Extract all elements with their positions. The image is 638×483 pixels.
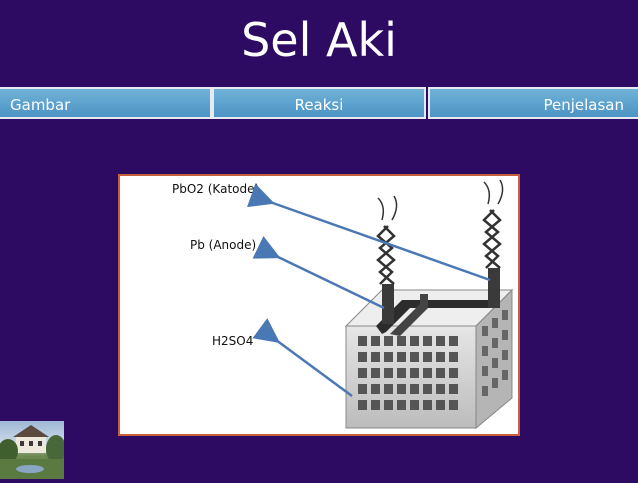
arrow-katode <box>246 183 491 282</box>
tab-bar: Gambar Reaksi Penjelasan <box>0 85 638 123</box>
electrode-plates <box>376 268 500 336</box>
battery-case <box>344 288 514 430</box>
tab-penjelasan[interactable]: Penjelasan <box>428 87 638 119</box>
label-katode: PbO2 (Katode) <box>172 182 260 196</box>
arrow-anode <box>252 236 385 310</box>
tab-reaksi[interactable]: Reaksi <box>212 87 426 119</box>
battery-illustration <box>246 179 514 430</box>
tab-gambar[interactable]: Gambar <box>0 87 212 119</box>
landscape-thumbnail <box>0 421 66 479</box>
terminal-coils <box>376 179 504 285</box>
house-icon <box>0 425 66 479</box>
slide-title: Sel Aki <box>241 13 397 67</box>
arrow-electrolyte <box>252 318 353 398</box>
battery-figure: PbO2 (Katode) Pb (Anode) H2SO4 <box>118 174 520 436</box>
label-electrolyte: H2SO4 <box>212 334 254 348</box>
label-anode: Pb (Anode) <box>190 238 257 252</box>
